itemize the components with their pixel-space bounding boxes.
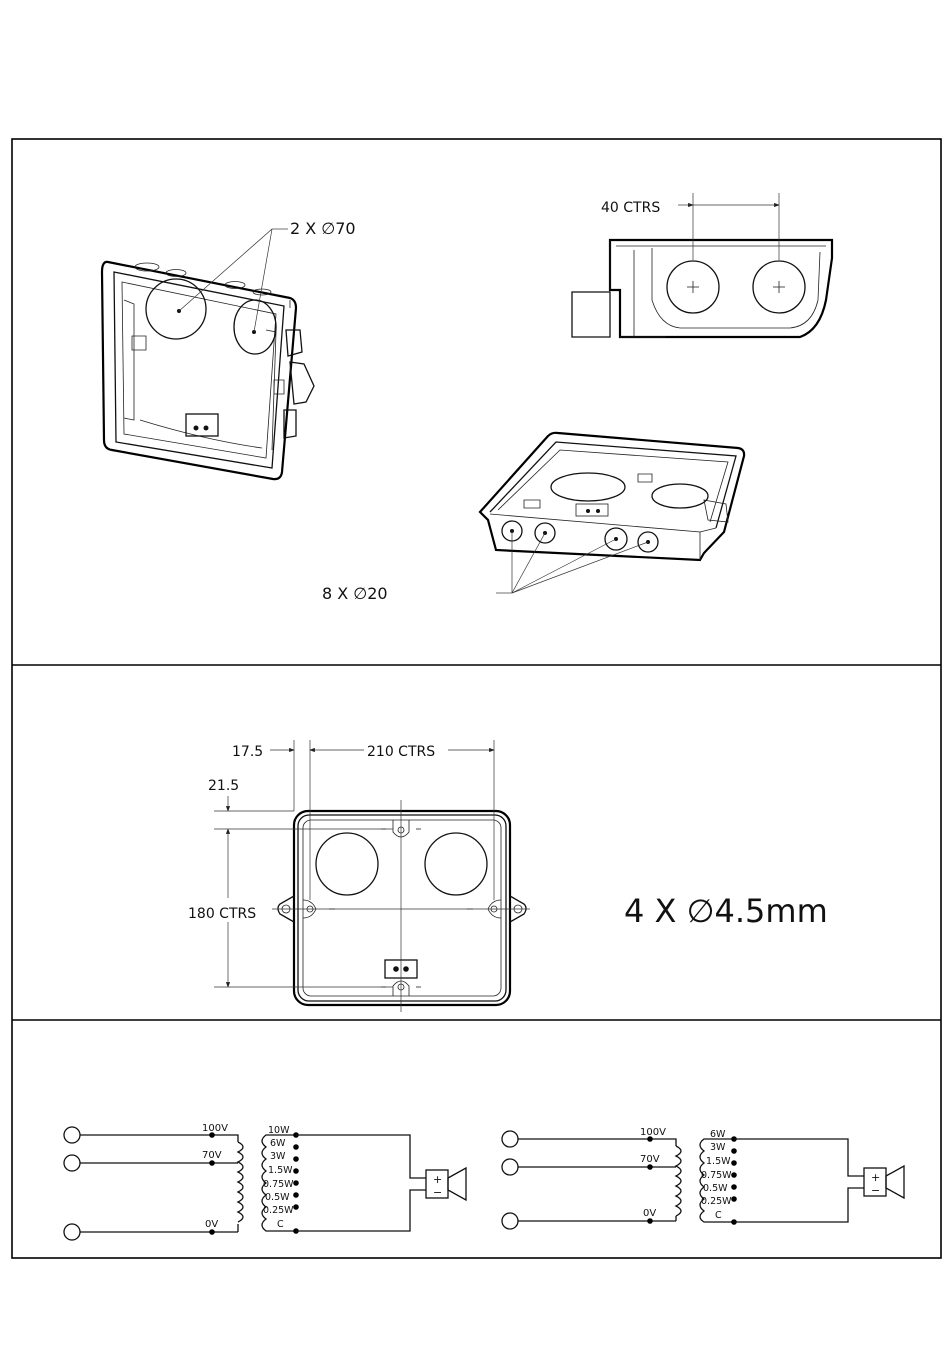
drawing-frame — [12, 139, 941, 1258]
power-tap-common: C — [715, 1210, 722, 1221]
dim-centers-y-label: 180 CTRS — [188, 906, 256, 922]
hole-spacing-label: 40 CTRS — [601, 200, 660, 216]
power-tap-10w: 10W — [268, 1125, 290, 1136]
speaker-minus-label: − — [433, 1186, 442, 1199]
power-tap-6w: 6W — [710, 1129, 726, 1140]
wiring-circuit-right: 100V 70V 0V 6W 3W 1.5W 0.75W 0.5W 0.25W … — [502, 1127, 904, 1229]
power-tap-0-25w: 0.25W — [701, 1196, 732, 1207]
power-tap-0-5w: 0.5W — [703, 1183, 728, 1194]
secondary-tap-dots — [731, 1136, 737, 1225]
panel-wiring-diagrams: 100V 70V 0V 10W 6W 3W 1.5W 0.75W 0.5W 0.… — [64, 1123, 904, 1240]
dim-edge-x-label: 17.5 — [232, 744, 263, 760]
box-plan — [278, 811, 526, 1005]
box-front-isometric — [102, 262, 314, 479]
secondary-tap-dots — [293, 1132, 299, 1234]
power-tap-common: C — [277, 1219, 284, 1230]
power-tap-0-25w: 0.25W — [263, 1205, 294, 1216]
small-holes-label: 8 X ∅20 — [322, 584, 388, 603]
input-tap-70v: 70V — [202, 1150, 222, 1161]
power-tap-3w: 3W — [710, 1142, 726, 1153]
power-tap-0-75w: 0.75W — [701, 1170, 732, 1181]
wiring-circuit-left: 100V 70V 0V 10W 6W 3W 1.5W 0.75W 0.5W 0.… — [64, 1123, 466, 1240]
mounting-holes-callout: 4 X ∅4.5mm — [624, 892, 828, 930]
speaker-icon: + − — [864, 1166, 904, 1198]
mounting-holes-label: 4 X ∅4.5mm — [624, 892, 828, 930]
power-tap-3w: 3W — [270, 1151, 286, 1162]
input-tap-0v: 0V — [205, 1219, 218, 1230]
box-side-elevation: 40 CTRS — [572, 193, 832, 337]
dim-edge-y-label: 21.5 — [208, 778, 239, 794]
input-tap-0v: 0V — [643, 1208, 656, 1219]
power-tap-1-5w: 1.5W — [268, 1165, 293, 1176]
large-holes-label: 2 X ∅70 — [290, 219, 356, 238]
callout-small-holes: 8 X ∅20 — [322, 531, 648, 603]
power-tap-1-5w: 1.5W — [706, 1156, 731, 1167]
input-tap-70v: 70V — [640, 1154, 660, 1165]
plan-dimensions: 17.5 210 CTRS 21.5 180 CTRS — [188, 740, 530, 1012]
dim-centers-x-label: 210 CTRS — [367, 744, 435, 760]
speaker-minus-label: − — [871, 1184, 880, 1197]
power-tap-6w: 6W — [270, 1138, 286, 1149]
power-tap-0-75w: 0.75W — [263, 1179, 294, 1190]
panel-isometric-views: 2 X ∅70 40 CTRS — [102, 193, 832, 603]
speaker-icon: + − — [426, 1168, 466, 1200]
power-tap-0-5w: 0.5W — [265, 1192, 290, 1203]
input-tap-100v: 100V — [202, 1123, 228, 1134]
input-tap-100v: 100V — [640, 1127, 666, 1138]
panel-plan-view: 17.5 210 CTRS 21.5 180 CTRS 4 X ∅4.5mm — [188, 740, 828, 1012]
speaker-plus-label: + — [871, 1171, 880, 1184]
speaker-plus-label: + — [433, 1173, 442, 1186]
